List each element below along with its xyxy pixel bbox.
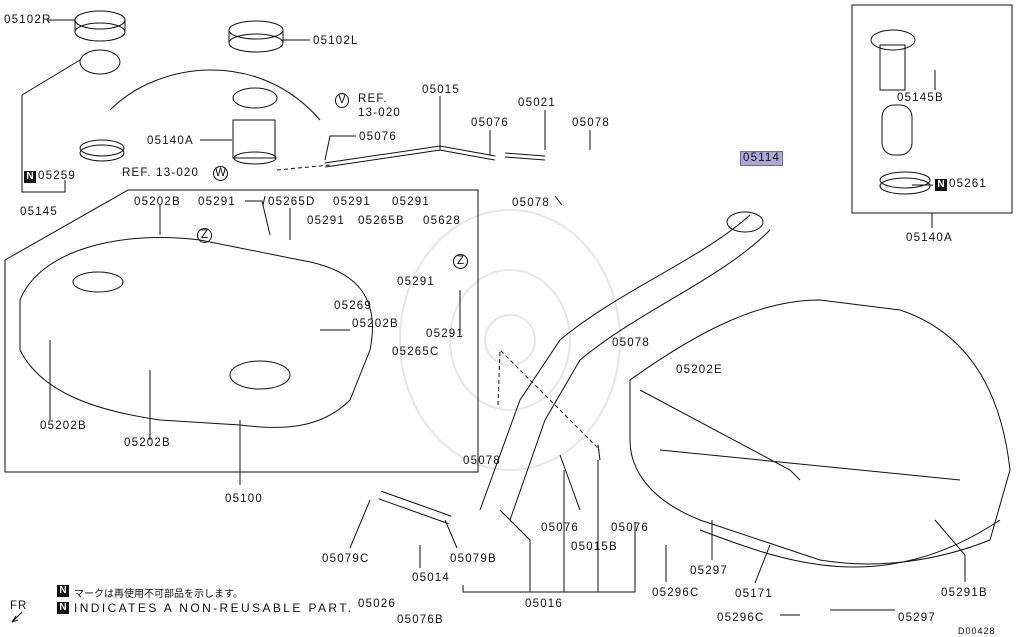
part-label[interactable]: 05021 [518, 97, 556, 109]
wire-harness [109, 69, 321, 121]
part-label[interactable]: 05202E [676, 364, 723, 376]
part-label[interactable]: 05297 [690, 565, 728, 577]
inset-frame [851, 4, 1013, 214]
part-label[interactable]: 05202B [134, 196, 181, 208]
filter-inset [881, 104, 913, 156]
part-label[interactable]: 05100 [225, 493, 263, 505]
ref-label[interactable]: REF. [358, 93, 388, 105]
legend-english: INDICATES A NON-REUSABLE PART. [74, 601, 354, 615]
leader-lines [21, 19, 966, 616]
part-label[interactable]: 05297 [898, 612, 936, 624]
part-label[interactable]: 05291 [426, 328, 464, 340]
part-label[interactable]: 05291 [392, 196, 430, 208]
part-label[interactable]: 05171 [735, 588, 773, 600]
part-label[interactable]: 05265D [268, 196, 316, 208]
tank-protector [639, 389, 961, 481]
non-reusable-badge: N [24, 171, 36, 183]
tank-group-frame [4, 189, 479, 473]
sender-cap [79, 49, 121, 75]
part-label[interactable]: 05628 [423, 215, 461, 227]
part-label[interactable]: 05145B [897, 92, 944, 104]
part-label[interactable]: 05015 [422, 84, 460, 96]
ref-circle-z: Z [453, 254, 468, 269]
highlighted-part-label[interactable]: 05114 [740, 151, 784, 166]
part-label[interactable]: 05078 [612, 337, 650, 349]
lock-ring-05102R [74, 10, 126, 42]
part-label[interactable]: 05102L [313, 35, 359, 47]
part-label[interactable]: 05140A [906, 232, 953, 244]
part-label[interactable]: 05026 [358, 598, 396, 610]
ref-label[interactable]: REF. 13-020 [122, 167, 200, 179]
part-label[interactable]: 05296C [717, 612, 765, 624]
lock-ring-05102L [228, 20, 284, 53]
part-label[interactable]: 05202B [40, 420, 87, 432]
fuel-tank-right [629, 299, 1011, 565]
front-arrow-icon [11, 611, 23, 623]
part-label[interactable]: 05145 [20, 206, 58, 218]
part-label[interactable]: 05078 [512, 197, 550, 209]
front-indicator: FR [10, 600, 28, 612]
filler-neck [479, 214, 771, 521]
part-label[interactable]: 05102R [4, 14, 52, 26]
part-label[interactable]: 05140A [147, 135, 194, 147]
ref-label[interactable]: 13-020 [358, 107, 402, 119]
part-label[interactable]: 05079B [450, 553, 497, 565]
part-label[interactable]: 05079C [322, 553, 370, 565]
pump-module-05140A [232, 87, 278, 165]
ref-circle-v: V [335, 93, 349, 108]
part-label[interactable]: 05078 [572, 117, 610, 129]
part-label[interactable]: 05076 [541, 522, 579, 534]
protector-05171 [699, 519, 1001, 568]
part-label[interactable]: 05291 [333, 196, 371, 208]
gasket-inset [879, 171, 931, 189]
part-label[interactable]: 05076 [611, 522, 649, 534]
part-label[interactable]: 05265C [392, 346, 440, 358]
part-label[interactable]: 05076 [471, 117, 509, 129]
part-label[interactable]: 05014 [412, 572, 450, 584]
non-reusable-badge: N [57, 602, 69, 614]
part-label[interactable]: 05291 [198, 196, 236, 208]
part-label[interactable]: 05015B [571, 541, 618, 553]
part-label[interactable]: 05202B [124, 437, 171, 449]
part-label[interactable]: 05291 [307, 215, 345, 227]
fuel-tank-05100 [19, 237, 373, 428]
part-label[interactable]: 05078 [463, 455, 501, 467]
part-label[interactable]: 05259 [38, 170, 76, 182]
part-label[interactable]: 05269 [334, 300, 372, 312]
part-label[interactable]: 05016 [525, 598, 563, 610]
part-label[interactable]: 05296C [652, 587, 700, 599]
drawing-code: D00428 [958, 626, 996, 636]
legend-japanese: マークは再使用不可部品を示します。 [74, 589, 243, 600]
part-label[interactable]: 05261 [949, 178, 987, 190]
part-label[interactable]: 05291B [941, 587, 988, 599]
gasket-05259 [79, 139, 125, 157]
ref-circle-w: W [213, 166, 228, 181]
non-reusable-badge: N [935, 179, 947, 191]
part-label[interactable]: 05076 [359, 131, 397, 143]
ref-circle-z: Z [197, 228, 212, 243]
part-label[interactable]: 05076B [397, 614, 444, 626]
part-label[interactable]: 05265B [358, 215, 405, 227]
part-label[interactable]: 05291 [397, 276, 435, 288]
watermark-emblem [399, 209, 621, 471]
non-reusable-badge: N [57, 585, 69, 597]
part-label[interactable]: 05202B [352, 318, 399, 330]
